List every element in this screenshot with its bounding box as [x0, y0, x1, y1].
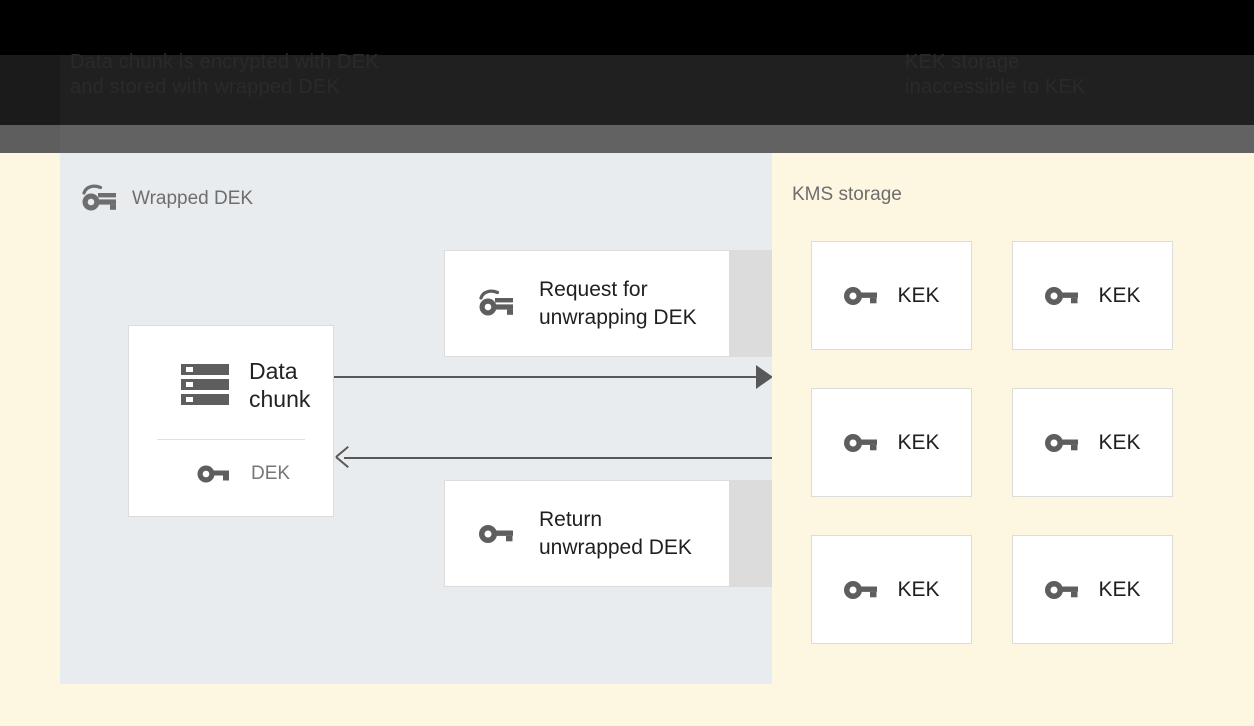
- key-icon: [1044, 577, 1080, 603]
- data-chunk-row: Data chunk: [179, 357, 311, 413]
- key-icon: [843, 430, 879, 456]
- return-unwrapped-card[interactable]: Return unwrapped DEK: [444, 480, 730, 587]
- dek-label: DEK: [251, 462, 291, 484]
- key-icon: [1044, 283, 1080, 309]
- kek-grid: KEK KEK KEK: [811, 241, 1173, 648]
- wrapped-dek-panel-title: Wrapped DEK: [132, 188, 254, 209]
- data-card-divider: [157, 438, 305, 440]
- key-icon: [197, 462, 231, 486]
- response-arrow-line: [344, 457, 772, 459]
- request-unwrap-card[interactable]: Request for unwrapping DEK: [444, 250, 730, 357]
- wrapped-dek-panel-header: Wrapped DEK: [80, 184, 253, 214]
- wrapped-key-icon: [477, 289, 515, 319]
- kek-label: KEK: [1098, 283, 1141, 307]
- wrapped-key-icon: [80, 184, 118, 214]
- kek-label: KEK: [897, 283, 940, 307]
- header-band: [0, 55, 1254, 125]
- kms-storage-panel-title: KMS storage: [792, 184, 902, 205]
- key-icon: [477, 521, 515, 547]
- kms-storage-panel-header: KMS storage: [792, 184, 902, 206]
- kek-box[interactable]: KEK: [1012, 241, 1173, 350]
- key-icon: [1044, 430, 1080, 456]
- return-unwrapped-text: Return unwrapped DEK: [539, 507, 692, 559]
- top-black-bar: [0, 0, 1254, 55]
- kek-label: KEK: [897, 577, 940, 601]
- data-chunk-card[interactable]: Data chunk DEK: [128, 325, 334, 517]
- header-caption-right: KEK storage inaccessible to KEK: [905, 51, 1086, 98]
- data-chunk-title: Data chunk: [249, 357, 311, 412]
- kek-label: KEK: [1098, 577, 1141, 601]
- header-left-pad: [0, 55, 60, 125]
- request-arrow-head: [756, 365, 773, 389]
- response-arrow-head: [336, 447, 350, 467]
- dek-row: DEK: [197, 462, 311, 486]
- request-unwrap-text: Request for unwrapping DEK: [539, 277, 697, 329]
- kek-label: KEK: [897, 430, 940, 454]
- toolbar-gray-bar: [0, 125, 1254, 153]
- header-caption-left: Data chunk is encrypted with DEK and sto…: [70, 51, 379, 98]
- kek-box[interactable]: KEK: [1012, 388, 1173, 497]
- request-arrow-line: [334, 376, 764, 378]
- kek-box[interactable]: KEK: [1012, 535, 1173, 644]
- storage-server-icon: [179, 362, 231, 408]
- kek-box[interactable]: KEK: [811, 535, 972, 644]
- kek-box[interactable]: KEK: [811, 241, 972, 350]
- key-icon: [843, 577, 879, 603]
- toolbar-left-pad: [0, 125, 60, 153]
- kek-box[interactable]: KEK: [811, 388, 972, 497]
- kek-label: KEK: [1098, 430, 1141, 454]
- key-icon: [843, 283, 879, 309]
